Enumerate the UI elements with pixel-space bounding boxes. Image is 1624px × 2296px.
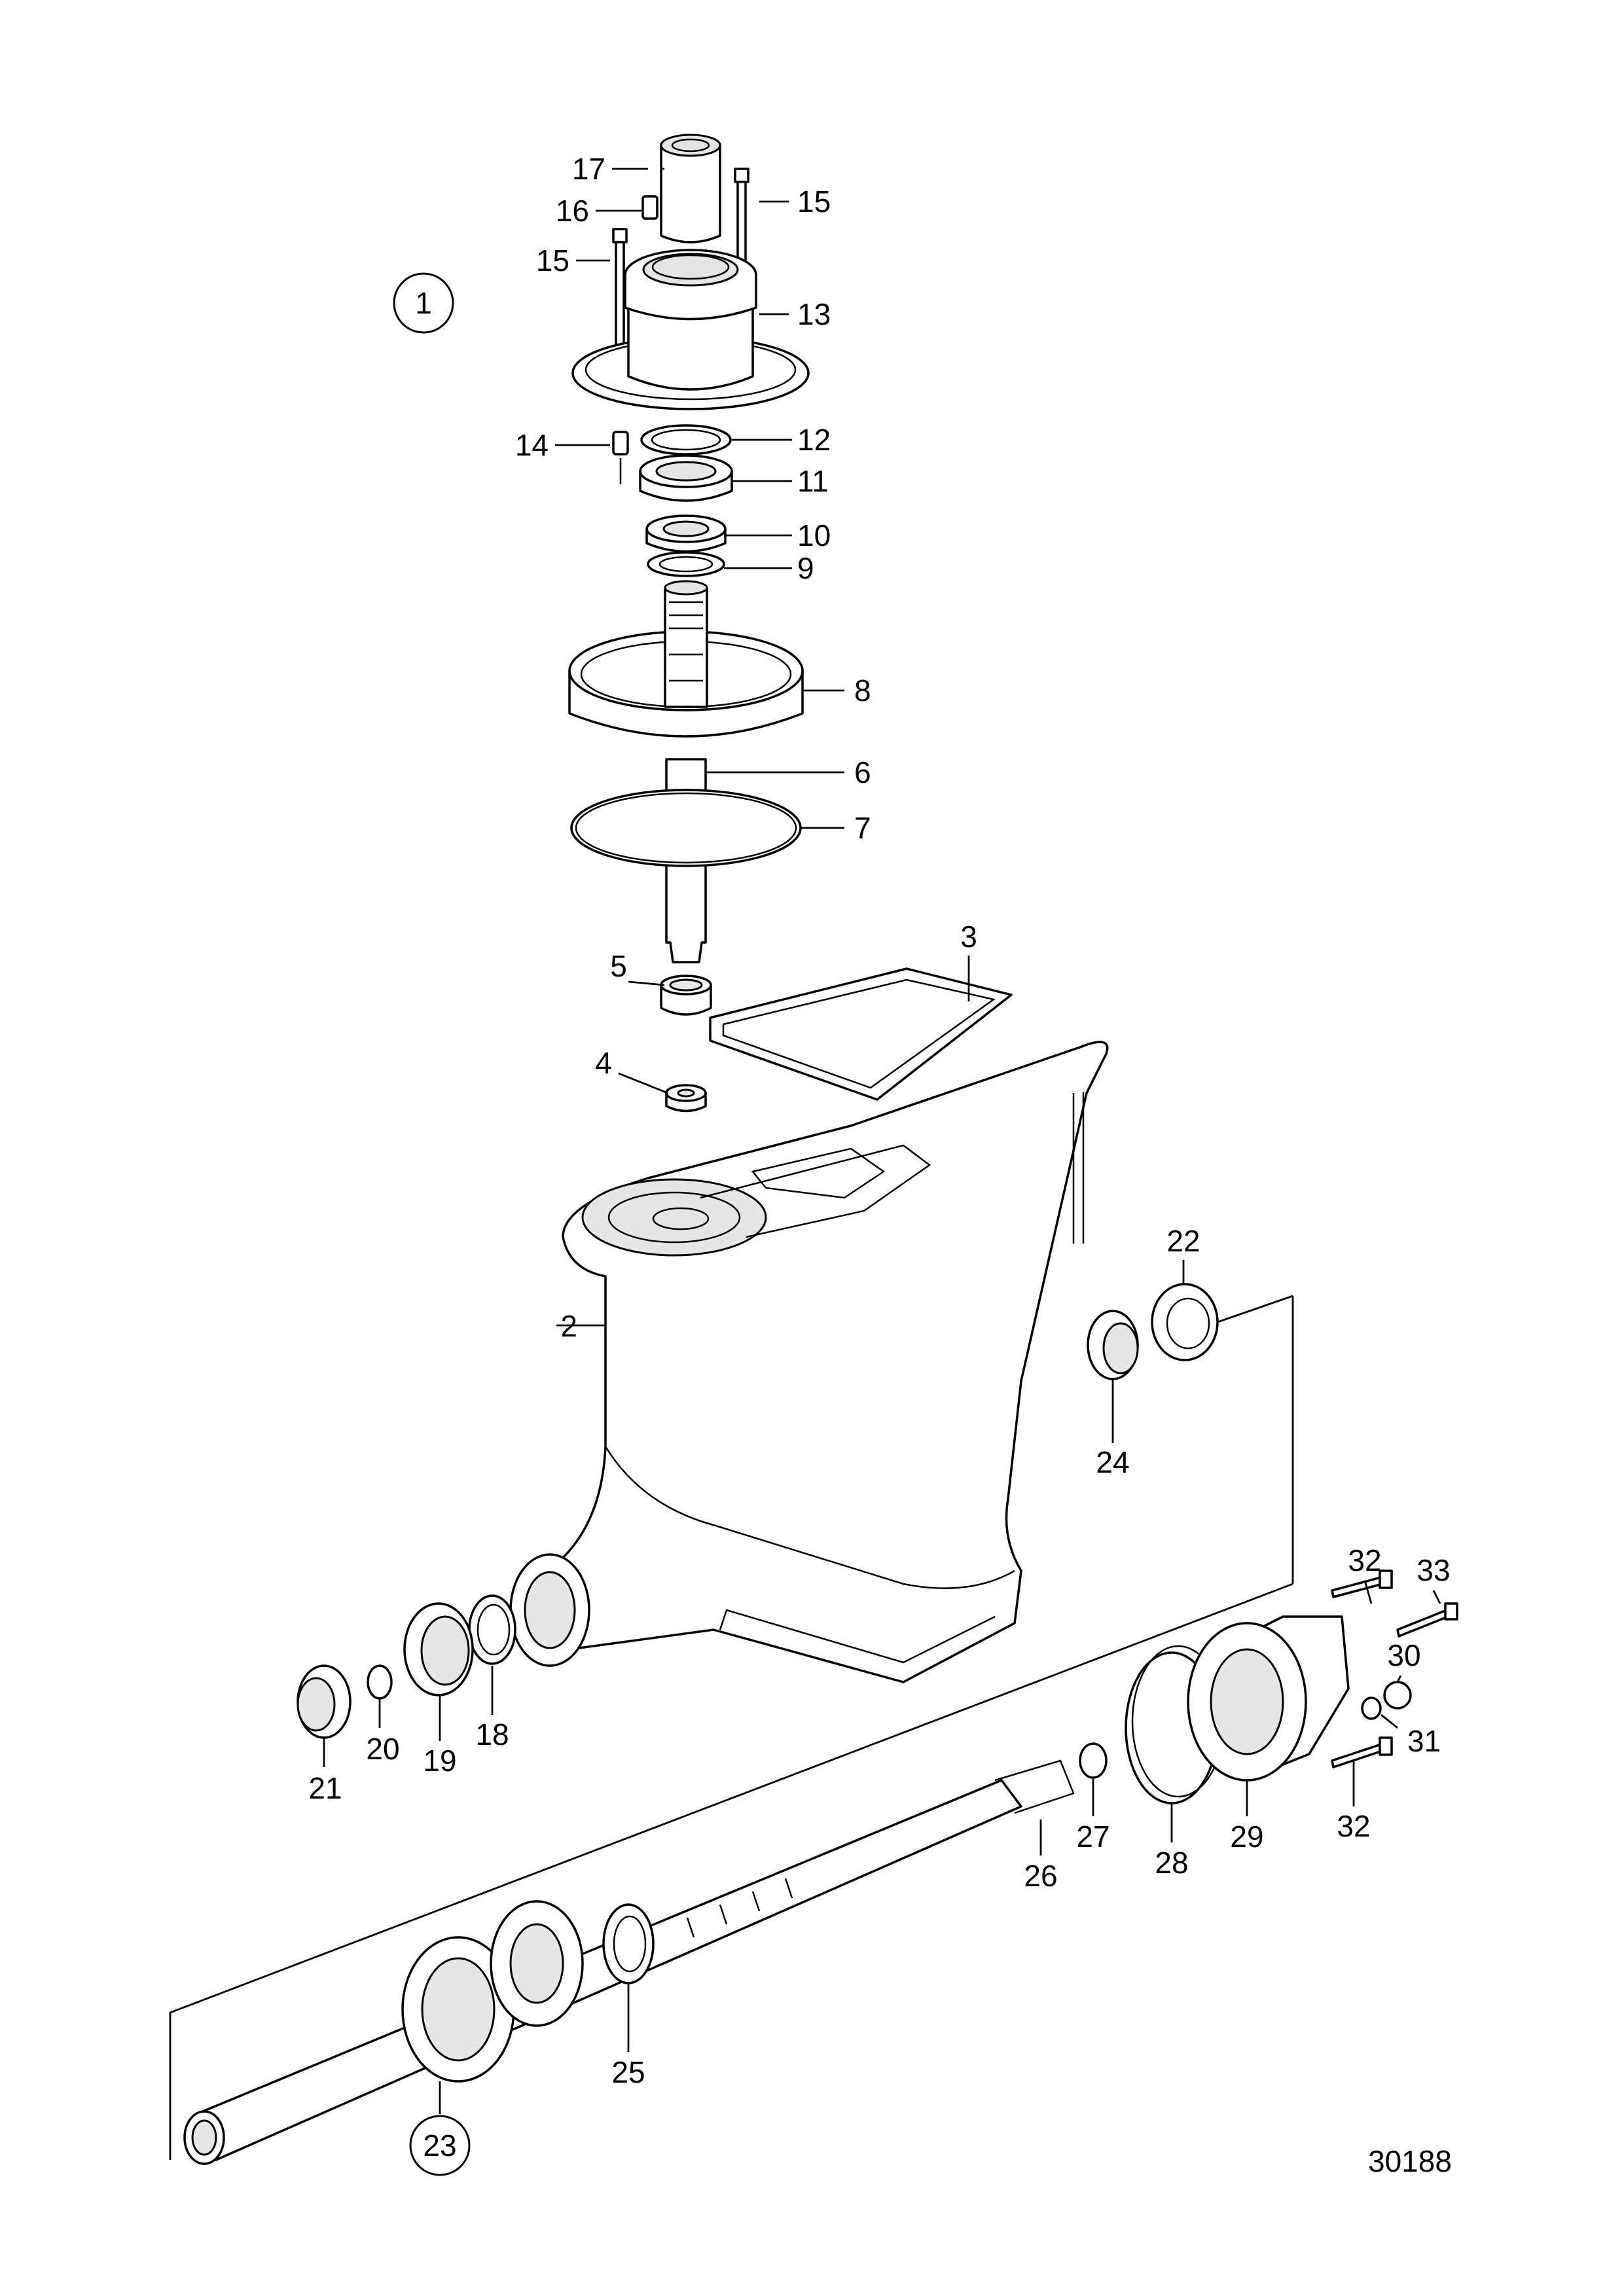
screw-32-bottom xyxy=(1331,1736,1393,1768)
gasket-3 xyxy=(709,967,1013,1101)
label-3: 3 xyxy=(960,920,977,954)
label-15-left: 15 xyxy=(536,243,569,278)
gear-housing-2 xyxy=(509,1041,1109,1683)
label-9: 9 xyxy=(797,551,814,585)
group-callout-23: 23 xyxy=(423,2128,456,2162)
label-11: 11 xyxy=(797,464,829,498)
group-callout-1-circle xyxy=(393,272,454,334)
shim-9 xyxy=(647,551,725,577)
group-callout-23-circle xyxy=(409,2115,471,2176)
group-frame xyxy=(169,1295,1294,2160)
label-22: 22 xyxy=(1166,1224,1200,1258)
gear-set-23 xyxy=(401,1900,584,2083)
label-15-right: 15 xyxy=(797,185,831,219)
label-27: 27 xyxy=(1076,1820,1110,1854)
plug-30 xyxy=(1383,1681,1412,1710)
label-26: 26 xyxy=(1024,1859,1057,1893)
label-18: 18 xyxy=(475,1717,509,1751)
group-callout-1: 1 xyxy=(415,286,432,320)
label-12: 12 xyxy=(797,423,831,457)
o-ring-20 xyxy=(367,1664,393,1700)
screw-33 xyxy=(1396,1602,1458,1638)
label-6: 6 xyxy=(854,755,871,789)
label-31: 31 xyxy=(1407,1724,1441,1758)
label-30: 30 xyxy=(1387,1638,1420,1672)
o-ring-7 xyxy=(570,789,802,867)
label-2: 2 xyxy=(560,1309,577,1343)
bearing-race-24 xyxy=(1087,1310,1139,1380)
label-32-bottom: 32 xyxy=(1337,1809,1370,1843)
shim-18 xyxy=(468,1594,516,1665)
bearing-housing-13 xyxy=(571,249,810,410)
bearing-10 xyxy=(645,514,727,553)
seal-19 xyxy=(403,1602,474,1696)
nut-4 xyxy=(665,1084,707,1113)
label-7: 7 xyxy=(854,811,871,845)
bushing-21 xyxy=(297,1664,352,1739)
label-14: 14 xyxy=(515,428,549,462)
label-13: 13 xyxy=(797,297,831,331)
label-28: 28 xyxy=(1155,1846,1188,1880)
figure-id: 30188 xyxy=(1368,2144,1452,2178)
dowel-pin-14 xyxy=(612,431,629,484)
washer-31 xyxy=(1361,1696,1382,1720)
label-8: 8 xyxy=(854,673,871,708)
label-4: 4 xyxy=(595,1046,612,1080)
label-17: 17 xyxy=(572,152,605,186)
bearing-11 xyxy=(639,454,733,502)
screw-15-right xyxy=(734,168,749,263)
shim-22 xyxy=(1151,1283,1219,1361)
leader-lines xyxy=(323,168,1441,2114)
label-25: 25 xyxy=(611,2055,645,2089)
label-5: 5 xyxy=(610,949,627,983)
label-32-top: 32 xyxy=(1348,1543,1381,1577)
label-21: 21 xyxy=(308,1771,342,1805)
dowel-pin-16 xyxy=(641,195,659,220)
label-10: 10 xyxy=(797,518,831,552)
vertical-shaft-6 xyxy=(664,580,708,963)
label-24: 24 xyxy=(1096,1445,1129,1479)
label-16: 16 xyxy=(556,194,589,228)
label-20: 20 xyxy=(366,1732,399,1766)
sleeve-17 xyxy=(660,134,721,243)
washer-27 xyxy=(1079,1742,1108,1779)
shim-25 xyxy=(602,1903,655,1984)
bearing-carrier-29 xyxy=(1187,1615,1350,1782)
needle-bearing-5 xyxy=(660,975,712,1016)
label-29: 29 xyxy=(1230,1820,1263,1854)
label-33: 33 xyxy=(1416,1553,1450,1587)
seal-ring-12 xyxy=(640,424,732,456)
label-19: 19 xyxy=(423,1744,456,1778)
